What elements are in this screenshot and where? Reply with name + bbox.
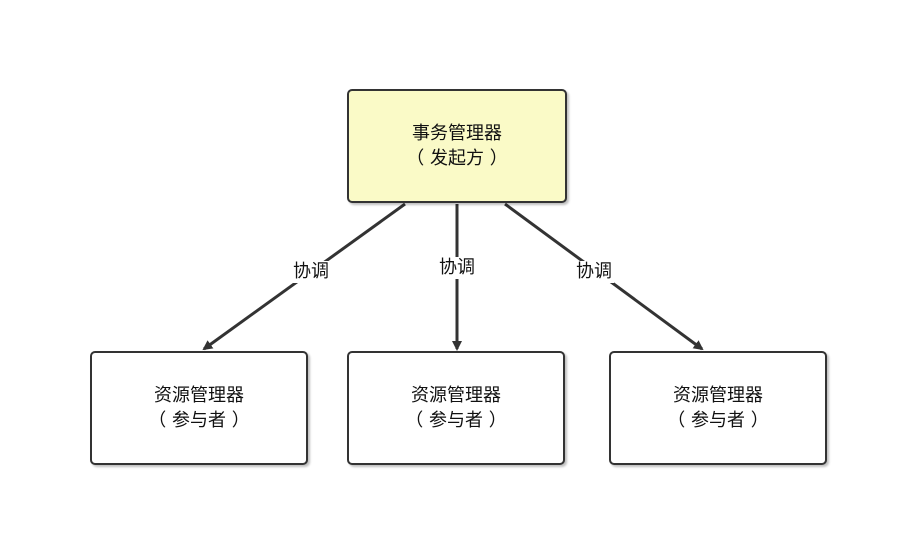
edge-label-left: 协调 [291, 261, 331, 283]
transaction-manager-title: 事务管理器 [412, 123, 502, 144]
transaction-manager-role: （ 发起方 ） [406, 148, 508, 169]
edge-label-middle: 协调 [437, 257, 477, 279]
resource-manager-title: 资源管理器 [411, 385, 501, 406]
resource-manager-role: （ 参与者 ） [148, 410, 250, 431]
resource-manager-title: 资源管理器 [673, 385, 763, 406]
resource-manager-node-left[interactable]: 资源管理器 （ 参与者 ） [90, 351, 308, 465]
edge-label-right: 协调 [574, 261, 614, 283]
resource-manager-role: （ 参与者 ） [405, 410, 507, 431]
resource-manager-node-right[interactable]: 资源管理器 （ 参与者 ） [609, 351, 827, 465]
resource-manager-title: 资源管理器 [154, 385, 244, 406]
resource-manager-role: （ 参与者 ） [667, 410, 769, 431]
resource-manager-node-middle[interactable]: 资源管理器 （ 参与者 ） [347, 351, 565, 465]
transaction-manager-node[interactable]: 事务管理器 （ 发起方 ） [347, 89, 567, 203]
